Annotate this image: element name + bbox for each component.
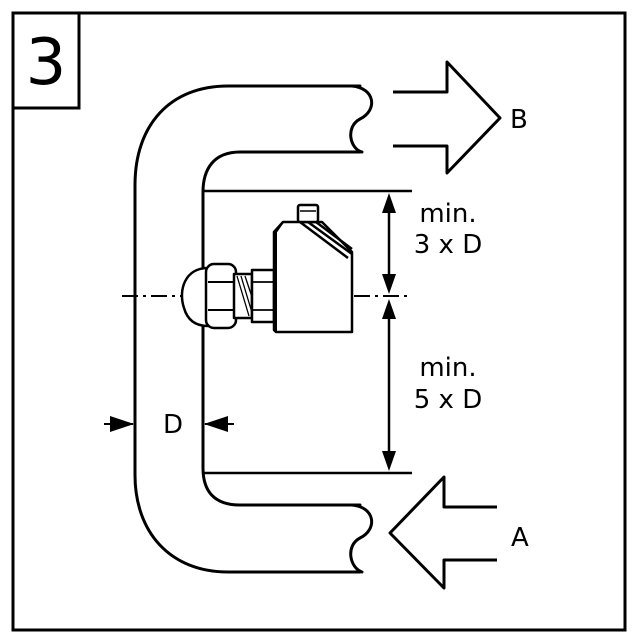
downstream-dimension-label-line2: 5 x D xyxy=(414,385,482,415)
diameter-label: D xyxy=(163,410,183,440)
sensor-probe-tip xyxy=(180,266,210,328)
flow-sensor xyxy=(180,203,354,334)
flow-inlet-arrow xyxy=(388,475,497,590)
diameter-arrow-left xyxy=(110,416,134,432)
flow-outlet-arrow xyxy=(393,60,502,175)
sensor-nut xyxy=(204,262,238,330)
diameter-dimension xyxy=(104,416,234,432)
sensor-neck xyxy=(250,268,276,324)
pipe-outer-wall xyxy=(133,84,362,574)
outlet-label: B xyxy=(510,105,528,135)
u-pipe xyxy=(133,84,374,574)
downstream-dimension-label-line1: min. xyxy=(419,353,476,383)
pipe-inner-wall xyxy=(201,150,362,507)
upstream-dimension-label-line1: min. xyxy=(419,199,476,229)
diameter-arrow-right xyxy=(204,416,228,432)
pipe-break-bottom xyxy=(349,503,374,574)
figure-number-box: 3 xyxy=(11,11,81,110)
upstream-dimension-label-line2: 3 x D xyxy=(414,230,482,260)
sensor-housing xyxy=(272,220,354,334)
figure-number: 3 xyxy=(26,26,67,100)
downstream-dimension xyxy=(382,299,396,471)
inlet-label: A xyxy=(511,523,529,553)
pipe-break-top xyxy=(349,84,374,154)
sensor-connector xyxy=(296,203,320,224)
upstream-dimension xyxy=(382,193,396,294)
sensor-top-stripes xyxy=(299,220,353,259)
diagram-frame xyxy=(11,11,627,632)
